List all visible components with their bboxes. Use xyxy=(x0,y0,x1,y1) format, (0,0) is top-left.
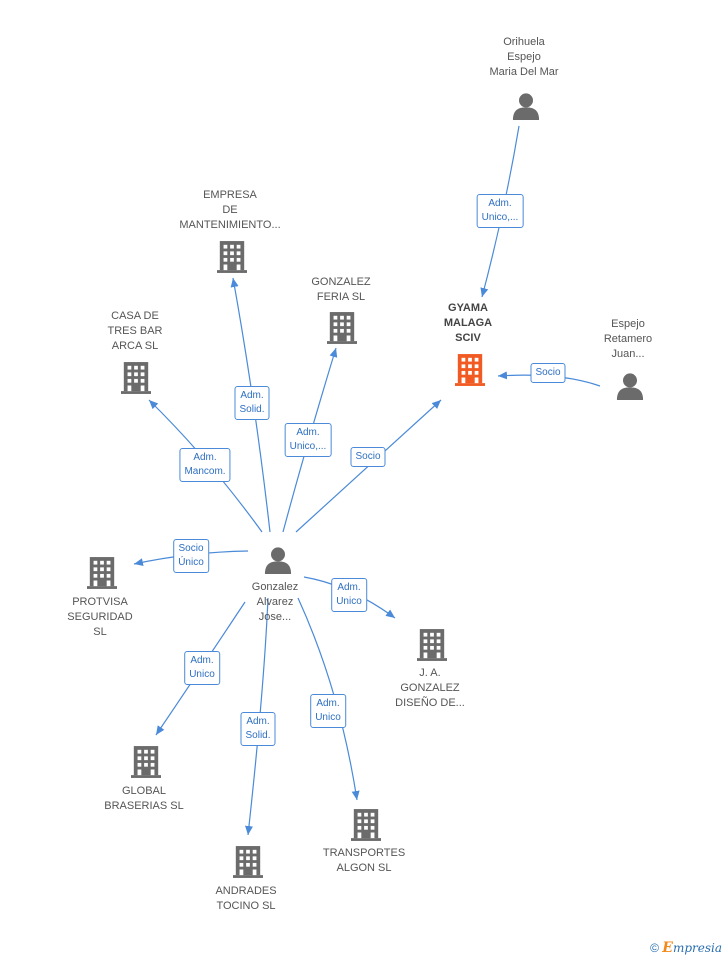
person-icon-espejo_retamero[interactable] xyxy=(616,373,644,400)
node-label-protvisa[interactable]: PROTVISA SEGURIDAD SL xyxy=(67,595,132,640)
edge-label-gonzalez_alvarez-to-gyama[interactable]: Socio xyxy=(350,447,386,467)
edge-label-line: Unico,... xyxy=(289,441,327,452)
building-icon-casa[interactable] xyxy=(121,362,151,394)
edge-label-line: Adm. xyxy=(193,452,217,463)
edge-label-gonzalez_alvarez-to-ja_gonzalez[interactable]: Adm. Unico xyxy=(331,578,367,612)
node-label-line: ALGON SL xyxy=(336,862,392,874)
node-label-gyama[interactable]: GYAMA MALAGA SCIV xyxy=(444,301,492,346)
edge-label-line: Adm. xyxy=(190,655,214,666)
edge-label-gonzalez_alvarez-to-global[interactable]: Adm. Unico xyxy=(184,651,220,685)
edge-label-line: Adm. xyxy=(240,390,264,401)
edge-label-gonzalez_alvarez-to-transportes[interactable]: Adm. Unico xyxy=(310,694,346,728)
edge-label-gonzalez_alvarez-to-gonzalez_feria[interactable]: Adm. Unico,... xyxy=(284,423,332,457)
node-label-line: GLOBAL xyxy=(121,785,167,797)
node-label-line: Alvarez xyxy=(256,596,294,608)
building-icon-empresa[interactable] xyxy=(217,241,247,273)
building-icon-andrades[interactable] xyxy=(233,846,263,878)
edge-label-line: Adm. xyxy=(488,198,512,209)
edge-label-line: Adm. xyxy=(246,716,270,727)
node-label-line: BRASERIAS SL xyxy=(104,800,184,812)
building-icon-gyama[interactable] xyxy=(455,354,485,386)
node-label-empresa[interactable]: EMPRESA DE MANTENIMIENTO... xyxy=(179,188,280,233)
edge-label-line: Unico xyxy=(189,669,215,680)
node-label-line: CASA DE xyxy=(111,310,159,322)
building-icon-protvisa[interactable] xyxy=(87,557,117,589)
node-label-line: ANDRADES xyxy=(215,885,277,897)
edge-label-orihuela-to-gyama[interactable]: Adm. Unico,... xyxy=(476,194,524,228)
edge-label-line: Adm. xyxy=(316,698,340,709)
node-label-line: TRES BAR xyxy=(107,325,163,337)
brand-logo: Empresia xyxy=(662,940,722,956)
node-label-line: Espejo xyxy=(611,318,645,330)
footer-brand: © Empresia xyxy=(650,940,722,956)
node-label-line: SCIV xyxy=(455,332,481,344)
node-label-line: TOCINO SL xyxy=(216,900,276,912)
edge-label-gonzalez_alvarez-to-casa[interactable]: Adm. Mancom. xyxy=(179,448,231,482)
node-label-line: Espejo xyxy=(507,51,541,63)
edge-label-line: Solid. xyxy=(245,730,271,741)
edge-label-gonzalez_alvarez-to-empresa[interactable]: Adm. Solid. xyxy=(234,386,270,420)
node-label-gonzalez_feria[interactable]: GONZALEZ FERIA SL xyxy=(311,275,370,305)
node-label-line: Juan... xyxy=(611,348,645,360)
edge-label-line: Socio xyxy=(178,543,204,554)
node-label-line: PROTVISA xyxy=(72,596,128,608)
edge-label-line: Adm. xyxy=(296,427,320,438)
building-icon-gonzalez_feria[interactable] xyxy=(327,312,357,344)
node-label-line: Jose... xyxy=(258,611,292,623)
edge-label-line: Socio xyxy=(355,451,381,462)
person-icon-orihuela[interactable] xyxy=(512,93,540,120)
node-label-line: SEGURIDAD xyxy=(67,611,133,623)
node-label-line: Gonzalez xyxy=(251,581,299,593)
edge-label-line: Unico xyxy=(315,712,341,723)
node-label-line: FERIA SL xyxy=(316,291,366,303)
node-label-line: J. A. xyxy=(419,667,441,679)
node-label-casa[interactable]: CASA DE TRES BAR ARCA SL xyxy=(107,309,162,354)
node-label-line: Retamero xyxy=(603,333,653,345)
node-label-line: TRANSPORTES xyxy=(322,847,406,859)
node-label-global[interactable]: GLOBAL BRASERIAS SL xyxy=(104,784,183,814)
edge-label-line: Solid. xyxy=(239,404,265,415)
building-icon-global[interactable] xyxy=(131,746,161,778)
edge-label-line: Adm. xyxy=(337,582,361,593)
edge-label-gonzalez_alvarez-to-andrades[interactable]: Adm. Solid. xyxy=(240,712,276,746)
node-label-line: MANTENIMIENTO... xyxy=(179,219,281,231)
node-label-ja_gonzalez[interactable]: J. A. GONZALEZ DISEÑO DE... xyxy=(395,666,465,711)
node-label-line: DE xyxy=(222,204,238,216)
edge-label-line: Unico xyxy=(336,596,362,607)
copyright-icon: © xyxy=(650,941,659,955)
node-label-transportes[interactable]: TRANSPORTES ALGON SL xyxy=(323,846,405,876)
node-label-line: GONZALEZ xyxy=(400,682,460,694)
node-label-line: GYAMA xyxy=(448,302,488,314)
node-label-line: ARCA SL xyxy=(111,340,159,352)
edge-label-line: Socio xyxy=(535,367,561,378)
node-label-line: Maria Del Mar xyxy=(489,66,559,78)
node-label-line: MALAGA xyxy=(443,317,493,329)
node-label-line: DISEÑO DE... xyxy=(395,697,465,709)
building-icon-transportes[interactable] xyxy=(351,809,381,841)
edge-label-line: Único xyxy=(178,557,204,568)
node-label-line: SL xyxy=(93,626,107,638)
node-label-line: GONZALEZ xyxy=(311,276,371,288)
edge-label-espejo_retamero-to-gyama[interactable]: Socio xyxy=(530,363,566,383)
node-label-line: Orihuela xyxy=(503,36,545,48)
node-label-line: EMPRESA xyxy=(203,189,257,201)
edge-label-line: Mancom. xyxy=(184,466,226,477)
node-label-andrades[interactable]: ANDRADES TOCINO SL xyxy=(215,884,276,914)
edge-gonzalez_alvarez-to-andrades xyxy=(245,597,269,836)
person-icon-gonzalez_alvarez[interactable] xyxy=(264,547,292,574)
edge-label-line: Unico,... xyxy=(481,212,519,223)
building-icon-ja_gonzalez[interactable] xyxy=(417,629,447,661)
